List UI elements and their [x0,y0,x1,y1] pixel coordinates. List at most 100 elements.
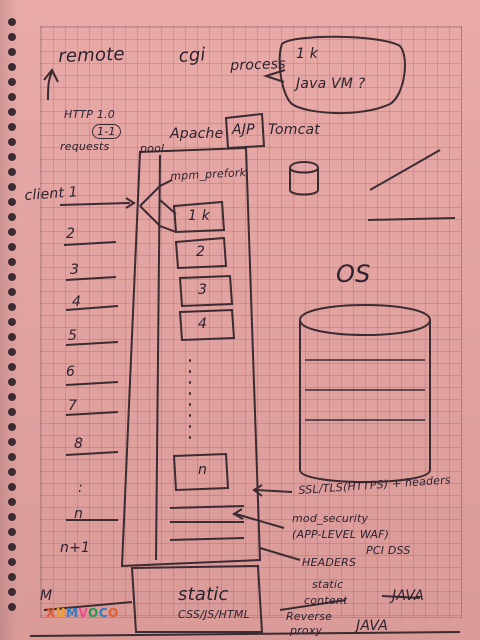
worker-4-label: 4 [198,316,208,332]
spiral-hole [8,318,16,326]
spiral-hole [8,123,16,131]
ajp-box [224,112,266,150]
client-2-label: 2 [66,226,76,242]
static-assets-label: CSS/JS/HTML [178,608,250,621]
client-arrow-3 [65,276,117,281]
static-content-label: static [312,578,344,591]
spiral-hole [8,363,16,371]
ajp-label: AJP [232,122,255,138]
process-bubble-line2: Java VM ? [296,76,366,92]
static-box [130,564,264,633]
worker-2-label: 2 [196,244,206,260]
modsec-label-3: PCI DSS [366,544,411,557]
spiral-hole [8,273,16,281]
spiral-hole [8,303,16,311]
filter-line-1 [169,505,245,509]
client-arrow-6 [65,381,119,386]
static-arrow [279,599,347,611]
apache-label: Apache [170,126,224,142]
worker-box-n [172,452,230,492]
spiral-hole [8,108,16,116]
spiral-hole [8,243,16,251]
spiral-hole [8,558,16,566]
spiral-hole [8,333,16,341]
requests-label: requests [60,140,110,153]
client-n-label: n [74,506,84,522]
m-label: M [40,588,53,604]
spiral-hole [8,438,16,446]
pool-label: pool [140,142,165,155]
worker-box-3 [178,274,234,308]
worker-n-label: n [198,462,208,478]
client-n1-label: n+1 [60,540,91,556]
client-arrow-7 [65,411,119,416]
spiral-hole [8,288,16,296]
tomcat-label: Tomcat [268,122,320,138]
client-arrow-5 [65,341,119,346]
spiral-hole [8,258,16,266]
client-arrow-4 [65,305,119,311]
remote-arrow [47,71,53,101]
modsec-arrow [235,513,285,529]
spiral-hole [8,393,16,401]
proxy-label: proxy [290,624,323,637]
bottom-line [29,631,461,637]
spiral-hole [8,138,16,146]
pool-line [155,154,161,561]
spiral-hole [8,18,16,26]
spiral-hole [8,348,16,356]
spiral-hole [8,408,16,416]
spiral-hole [8,183,16,191]
client-arrow-2 [63,241,117,246]
spiral-hole [8,543,16,551]
worker-box-4 [178,308,236,342]
spiral-hole [8,198,16,206]
spiral-hole [8,213,16,221]
spiral-hole [8,528,16,536]
client-arrow-1 [59,202,131,206]
java-label-1: JAVA [392,588,425,604]
mpm-to-worker-1 [159,199,177,215]
spiral-hole [8,453,16,461]
mpm-fan [139,179,173,207]
os-diagonal [369,149,441,191]
static-content-label-2: content [304,594,348,607]
tomcat-cylinder [289,161,319,196]
spiral-hole [8,228,16,236]
modsec-label-1: mod_security [292,512,369,525]
spiral-hole [8,33,16,41]
process-label: process [230,56,287,74]
spiral-hole [8,48,16,56]
modsec-label-4: HEADERS [302,556,357,569]
client-3-label: 3 [70,262,80,278]
remote-label: remote [58,43,126,67]
worker-3-label: 3 [198,282,208,298]
spiral-hole [8,93,16,101]
spiral-hole [8,498,16,506]
cgi-label: cgi [178,44,207,67]
client-8-label: 8 [74,436,84,452]
client-7-label: 7 [68,398,78,414]
client-5-label: 5 [68,328,78,344]
static-label: static [178,584,229,605]
http-version-label: HTTP 1.0 [64,108,115,121]
java-label-2: JAVA [356,618,389,634]
spiral-hole [8,378,16,386]
spiral-hole [8,513,16,521]
spiral-hole [8,168,16,176]
client-dot-label: : [78,480,83,496]
spiral-hole [8,483,16,491]
os-cylinder [299,304,431,483]
brand-logo: XUMVOCO [46,606,119,620]
spiral-hole [8,63,16,71]
spiral-hole [8,588,16,596]
apache-box [120,146,262,568]
spiral-hole [8,78,16,86]
spiral-hole [8,603,16,611]
process-bubble [278,35,406,115]
os-horizontal [367,217,456,221]
process-bubble-line1: 1 k [296,46,319,62]
http-note-label: 1-1 [92,124,121,139]
